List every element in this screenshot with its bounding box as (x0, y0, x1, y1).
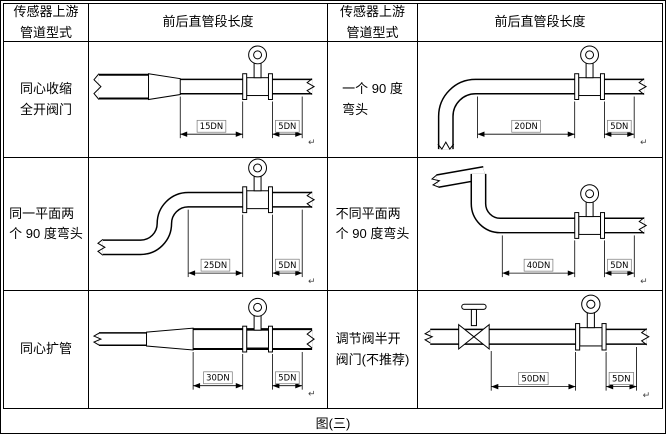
downstream-dimension: 5DN (604, 235, 635, 278)
concentric-expander-drawing: 30DN 5DN ↵ (92, 297, 316, 400)
concentric-reducer-drawing: 15DN 5DN ↵ (93, 45, 316, 148)
paragraph-mark: ↵ (640, 277, 647, 287)
header-straight-length-right: 前后直管段长度 (418, 4, 662, 42)
flowmeter-icon (574, 184, 606, 239)
flowmeter-icon (242, 158, 273, 214)
expander-cone (146, 327, 194, 351)
figure-caption: 图(三) (315, 416, 351, 431)
row-label-concentric-expander: 同心扩管 (4, 291, 89, 408)
row-label-concentric-reducer: 同心收缩 全开阀门 (4, 42, 89, 158)
pipe-break-mark (424, 330, 434, 344)
dimension-label: 40DN (527, 260, 551, 270)
pipe-break-mark (638, 217, 648, 234)
header-upstream-type-left: 传感器上游 管道型式 (4, 4, 89, 42)
diagram-half-open-valve: 50DN 5DN ↵ (418, 291, 662, 408)
pipe-break-mark (437, 141, 455, 150)
flowmeter-icon (574, 45, 605, 100)
s-curve-pipe (102, 191, 313, 256)
pipe-break-mark (97, 238, 106, 256)
pipe-break-mark (93, 73, 102, 100)
pipe-break-mark (306, 191, 316, 209)
dimension-label: 5DN (612, 375, 631, 385)
dimension-label: 5DN (610, 260, 628, 270)
upstream-dimension: 40DN (501, 235, 576, 278)
paragraph-mark: ↵ (643, 391, 651, 401)
diagram-concentric-reducer: 15DN 5DN ↵ (89, 42, 328, 158)
flowmeter-icon (242, 45, 273, 100)
diagram-single-elbow: 20DN 5DN ↵ (418, 42, 662, 158)
downstream-dimension: 5DN (272, 96, 303, 139)
row-label-half-open-valve: 调节阀半开 阀门(不推荐) (328, 291, 418, 408)
down-elbow-pipe (470, 173, 645, 234)
dimension-label: 50DN (521, 375, 545, 385)
paragraph-mark: ↵ (640, 138, 647, 148)
diagram-two-elbows-diff-plane: 40DN 5DN ↵ (418, 158, 662, 291)
reducer-cone (148, 73, 181, 101)
diagram-two-elbows-same-plane: 25DN 5DN ↵ (89, 158, 328, 291)
downstream-dimension: 5DN (604, 96, 635, 139)
two-elbows-diff-plane-drawing: 40DN 5DN ↵ (430, 166, 648, 287)
header-straight-length-left: 前后直管段长度 (89, 4, 328, 42)
upstream-dimension: 25DN (187, 209, 244, 278)
pipe-break-mark (638, 78, 648, 95)
dimension-label: 5DN (278, 373, 296, 383)
regulating-valve-icon (458, 303, 490, 351)
dimension-label: 5DN (278, 260, 296, 270)
pipe-break-mark (306, 329, 315, 349)
downstream-dimension: 5DN (272, 351, 303, 390)
pipe-break-mark (640, 328, 650, 346)
paragraph-mark: ↵ (308, 390, 315, 400)
elbow-pipe (437, 78, 645, 150)
upstream-dimension: 30DN (192, 351, 244, 390)
pipe-break-mark (306, 78, 316, 95)
row-label-two-elbows-same-plane: 同一平面两 个 90 度弯头 (4, 158, 89, 291)
dimension-label: 20DN (514, 121, 537, 131)
diagram-concentric-expander: 30DN 5DN ↵ (89, 291, 328, 408)
upstream-dimension: 20DN (477, 96, 576, 139)
upstream-dimension: 15DN (179, 96, 244, 139)
row-label-single-elbow: 一个 90 度 弯头 (328, 42, 418, 158)
downstream-dimension: 5DN (605, 346, 637, 391)
flowmeter-icon (575, 294, 607, 351)
dimension-label: 30DN (206, 373, 229, 383)
dimension-label: 25DN (204, 260, 227, 270)
dimension-label: 5DN (610, 121, 628, 131)
dimension-label: 5DN (278, 121, 296, 131)
half-open-valve-drawing: 50DN 5DN ↵ (424, 294, 651, 401)
dimension-label: 15DN (200, 121, 223, 131)
upstream-dimension: 50DN (490, 351, 576, 391)
paragraph-mark: ↵ (308, 277, 315, 287)
two-elbows-same-plane-drawing: 25DN 5DN ↵ (97, 158, 316, 287)
downstream-dimension: 5DN (272, 209, 303, 278)
row-label-two-elbows-diff-plane: 不同平面两 个 90 度弯头 (328, 158, 418, 291)
single-elbow-drawing: 20DN 5DN ↵ (437, 45, 648, 150)
flowmeter-icon (242, 297, 273, 353)
header-upstream-type-right: 传感器上游 管道型式 (328, 4, 418, 42)
pipe-break-mark (92, 332, 103, 346)
installation-table: 传感器上游 管道型式 前后直管段长度 传感器上游 管道型式 前后直管段长度 同心… (3, 3, 663, 409)
paragraph-mark: ↵ (308, 138, 315, 148)
